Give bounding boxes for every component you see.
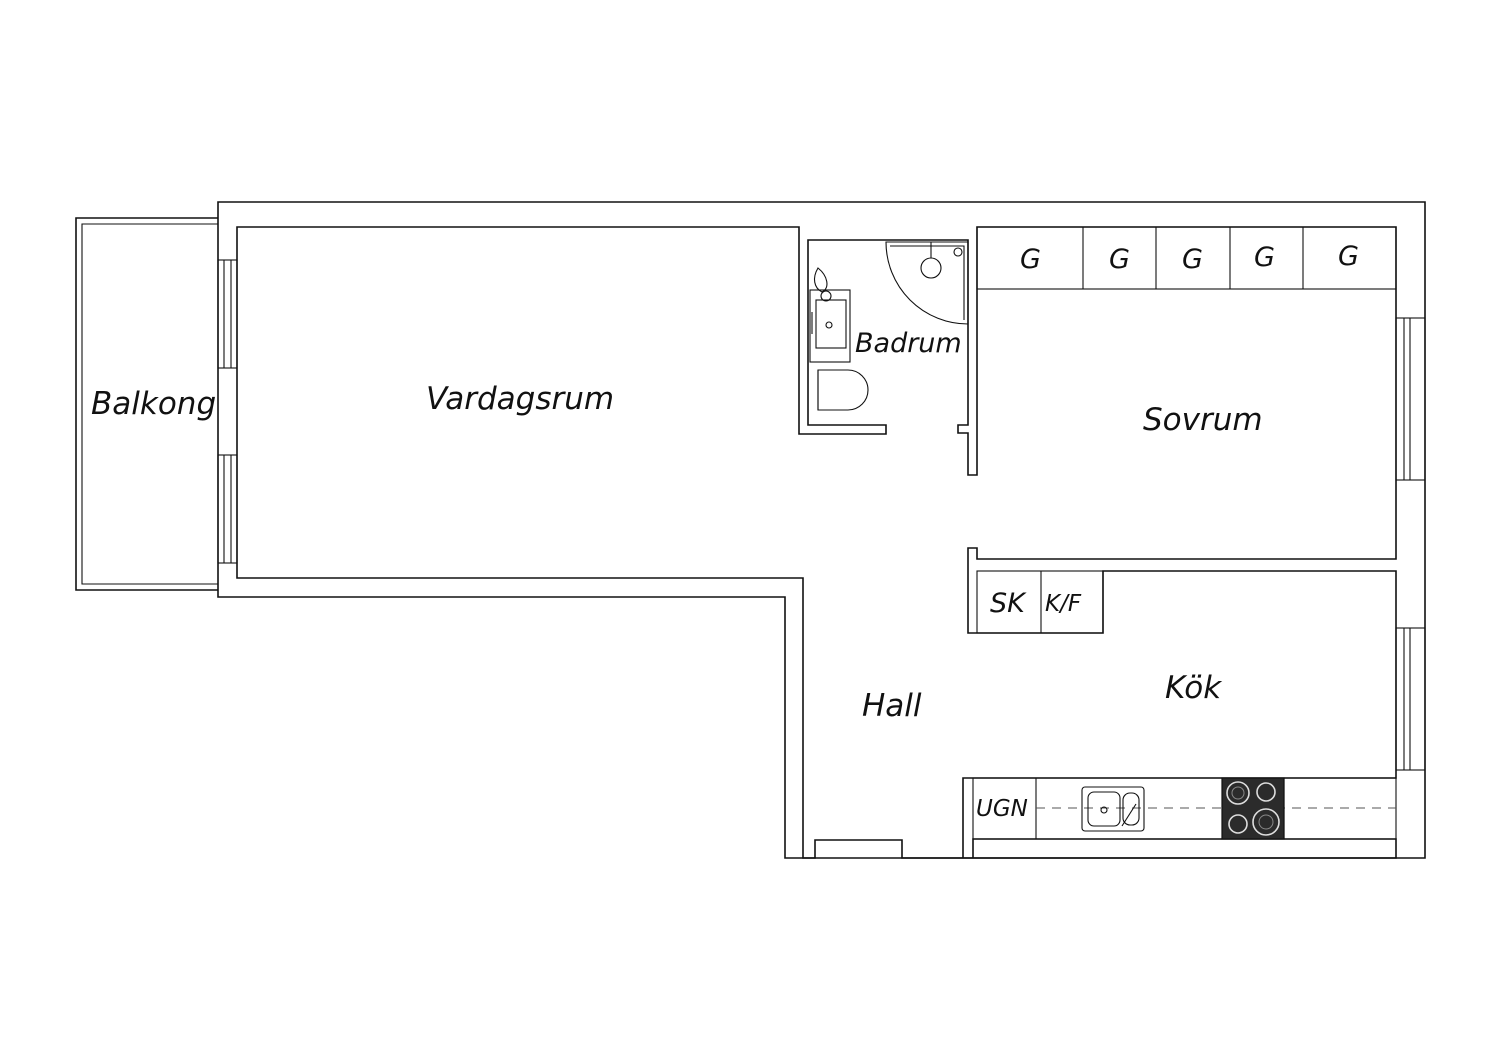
balcony-door-upper — [217, 259, 238, 369]
sink — [1081, 786, 1145, 832]
fridge-freezer-label: K/F — [1045, 591, 1082, 617]
shower — [885, 241, 969, 325]
pantry-label: SK — [990, 588, 1027, 619]
wardrobe-label: G — [1338, 241, 1359, 272]
wardrobe-label: G — [1254, 242, 1275, 273]
wardrobe-label: G — [1020, 244, 1041, 275]
room-label-hall: Hall — [862, 688, 922, 724]
room-label-bedroom: Sovrum — [1143, 402, 1263, 438]
room-label-balcony: Balkong — [91, 386, 216, 422]
oven-label: UGN — [976, 796, 1028, 822]
stove — [1221, 777, 1285, 840]
room-label-bathroom: Badrum — [855, 328, 962, 359]
washbasin — [809, 289, 851, 363]
room-label-living-room: Vardagsrum — [426, 381, 614, 417]
room-label-kitchen: Kök — [1165, 670, 1222, 706]
balcony — [75, 217, 218, 591]
bedroom-window — [1395, 317, 1426, 481]
fridge-freezer — [976, 570, 1104, 634]
wardrobes — [976, 226, 1397, 290]
wc — [817, 369, 869, 411]
kitchen-counter — [972, 777, 1397, 840]
wardrobe-label: G — [1182, 244, 1203, 275]
kitchen-window — [1395, 627, 1426, 771]
walls — [217, 201, 1426, 859]
balcony-door-lower — [217, 454, 238, 564]
wardrobe-label: G — [1109, 244, 1130, 275]
towel-radiator — [813, 267, 832, 302]
